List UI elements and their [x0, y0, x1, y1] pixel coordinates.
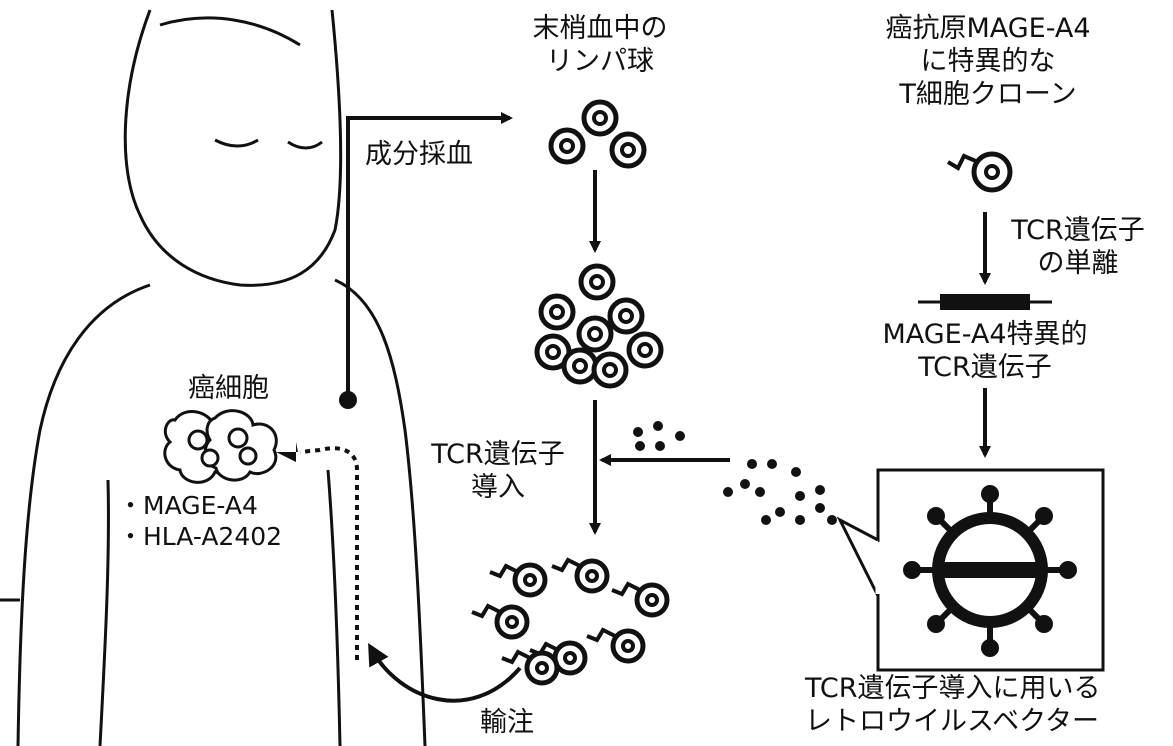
mage-tcr-gene-line2: TCR遺伝子	[918, 352, 1052, 383]
tcr-transduction-label: TCR遺伝子 導入	[418, 438, 578, 504]
tcell-clone-line2: に特異的な	[920, 46, 1056, 77]
retrovirus-vector-label: TCR遺伝子導入に用いる レトロウイルスベクター	[805, 672, 1101, 738]
cancer-cell-cluster	[163, 409, 278, 484]
apheresis-arrow	[339, 112, 513, 409]
retrovirus-particle	[903, 485, 1077, 657]
patient-silhouette	[0, 9, 427, 746]
vector-particles	[723, 459, 837, 525]
vector-particles-small	[633, 421, 685, 451]
peripheral-lymphocytes-label: 末梢血中の リンパ球	[520, 12, 680, 78]
tcr-transduction-line2: 導入	[471, 472, 525, 503]
tcell-clone-line1: 癌抗原MAGE-A4	[885, 13, 1091, 44]
tcell-clone-line3: T細胞クローン	[899, 79, 1077, 110]
infusion-dashed-arrow	[299, 446, 359, 660]
retrovirus-vector-line1: TCR遺伝子導入に用いる	[805, 673, 1101, 704]
mage-tcr-gene-label: MAGE-A4特異的 TCR遺伝子	[855, 318, 1115, 384]
tcr-isolation-line2: の単離	[1037, 248, 1119, 279]
mage-tcr-gene-line1: MAGE-A4特異的	[882, 319, 1088, 350]
tcr-isolation-label: TCR遺伝子 の単離	[1003, 214, 1153, 280]
tcell-clone	[946, 151, 1013, 193]
tcr-isolation-line1: TCR遺伝子	[1011, 215, 1145, 246]
eye-right	[287, 140, 323, 150]
eye-left	[214, 138, 259, 148]
lymphocyte-group-small	[548, 99, 647, 169]
antigen-item-mage: ・MAGE-A4	[118, 491, 258, 520]
peripheral-lymphocytes-line1: 末梢血中の	[532, 13, 668, 44]
tcr-transduction-line1: TCR遺伝子	[431, 439, 565, 470]
apheresis-label: 成分採血	[365, 139, 473, 170]
antigen-item-hla: ・HLA-A2402	[118, 522, 283, 551]
shoulder-left	[16, 283, 151, 746]
cancer-cells-label: 癌細胞	[188, 373, 269, 404]
head-outline	[123, 9, 343, 287]
arm-inner-right	[326, 469, 342, 746]
infusion-curve-arrow	[368, 643, 522, 703]
infusion-label: 輸注	[480, 707, 534, 738]
shoulder-right	[334, 278, 427, 746]
antigen-list: ・MAGE-A4 ・HLA-A2402	[118, 490, 282, 552]
infusion-dashed-arrowhead	[276, 442, 298, 462]
peripheral-lymphocytes-line2: リンパ球	[546, 46, 654, 77]
tcell-clone-label: 癌抗原MAGE-A4 に特異的な T細胞クローン	[858, 12, 1118, 111]
lymphocyte-group-expanded	[534, 263, 664, 389]
retrovirus-vector-line2: レトロウイルスベクター	[805, 706, 1100, 737]
tcr-gene-construct	[918, 294, 1052, 310]
transduced-tcell-group	[471, 557, 670, 686]
hair-line	[159, 16, 301, 47]
arm-inner-left	[98, 479, 110, 746]
